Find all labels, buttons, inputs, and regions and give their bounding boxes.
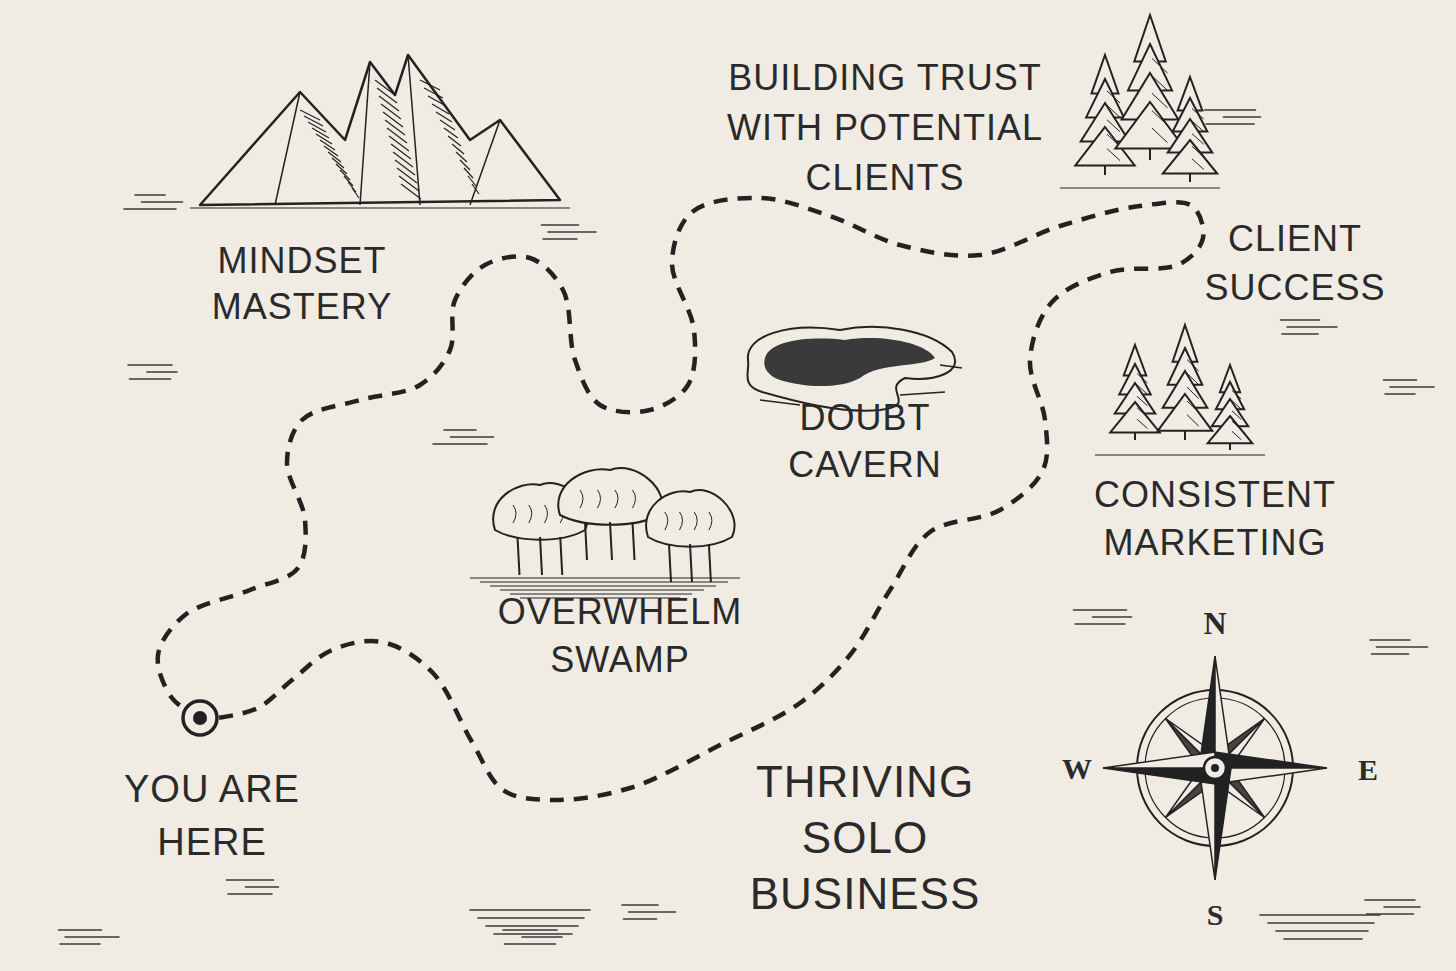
compass-rose — [1103, 656, 1327, 880]
mountain-range — [190, 55, 570, 208]
swamp-trees — [470, 468, 740, 598]
compass-letter: E — [1358, 752, 1378, 788]
region-label: CLIENT SUCCESS — [1195, 214, 1395, 312]
region-label: BUILDING TRUST WITH POTENTIAL CLIENTS — [715, 53, 1055, 203]
region-label: OVERWHELM SWAMP — [485, 588, 755, 684]
dashed-trail — [158, 198, 1204, 800]
compass-letter: W — [1062, 751, 1092, 787]
compass-letter: S — [1207, 897, 1224, 933]
region-label: DOUBT CAVERN — [765, 394, 965, 488]
start-label: YOU ARE HERE — [112, 763, 312, 869]
destination-label: THRIVING SOLO BUSINESS — [730, 754, 1000, 922]
water-hatching — [59, 110, 1435, 944]
you-are-here-marker — [183, 701, 217, 735]
compass-letter: N — [1203, 605, 1226, 641]
trail-path — [158, 198, 1204, 800]
region-label: CONSISTENT MARKETING — [1075, 471, 1355, 567]
region-label: MINDSET MASTERY — [182, 238, 422, 330]
